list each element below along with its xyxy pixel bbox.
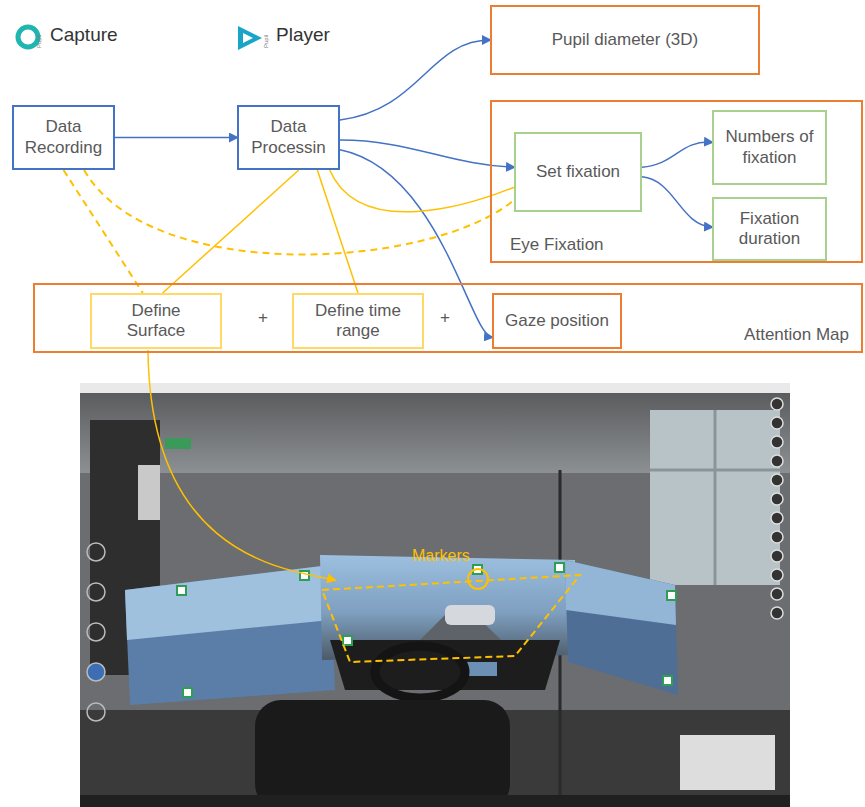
connector [340, 140, 514, 167]
node-text: Numbers of fixation [722, 127, 817, 168]
output-box: Fixation duration [712, 197, 827, 261]
process-box: Data Recording [12, 105, 115, 170]
node-text: Set fixation [536, 162, 620, 182]
node-text: Eye Fixation [508, 235, 606, 255]
node-text: Pupil diameter (3D) [552, 30, 698, 50]
player-logo [238, 26, 262, 50]
capture-logo [18, 27, 38, 47]
connector [163, 170, 299, 293]
process-box: Define time range [292, 293, 424, 349]
output-box: Gaze position [492, 293, 622, 349]
logo-prefix: Pupil [263, 35, 269, 48]
connector [642, 142, 712, 167]
callout-label: Markers [412, 547, 470, 565]
connector [642, 177, 712, 227]
connector [64, 170, 143, 293]
node-text: Define Surface [100, 301, 212, 342]
process-box: Define Surface [90, 293, 222, 349]
process-box: Set fixation [514, 132, 642, 212]
app-name: Capture [50, 24, 118, 46]
connector [317, 170, 358, 293]
logo-prefix: Pupil [36, 35, 42, 48]
app-name: Player [276, 24, 330, 46]
output-box: Numbers of fixation [712, 110, 827, 185]
node-text: Define time range [302, 301, 414, 342]
node-text: Gaze position [505, 311, 609, 331]
node-text: Data Recording [22, 117, 105, 158]
output-box: Pupil diameter (3D) [490, 5, 760, 75]
connector [84, 170, 514, 254]
plus-sign: + [258, 308, 268, 328]
node-text: Data Processin [247, 117, 330, 158]
connector [115, 137, 237, 139]
connector [340, 40, 490, 120]
node-text: Attention Map [742, 325, 851, 345]
process-box: Data Processin [237, 105, 340, 170]
node-text: Fixation duration [722, 209, 817, 250]
connector [330, 170, 514, 212]
plus-sign: + [440, 308, 450, 328]
group-band: Eye Fixation Set fixation Numbers of fixat… [490, 100, 863, 263]
